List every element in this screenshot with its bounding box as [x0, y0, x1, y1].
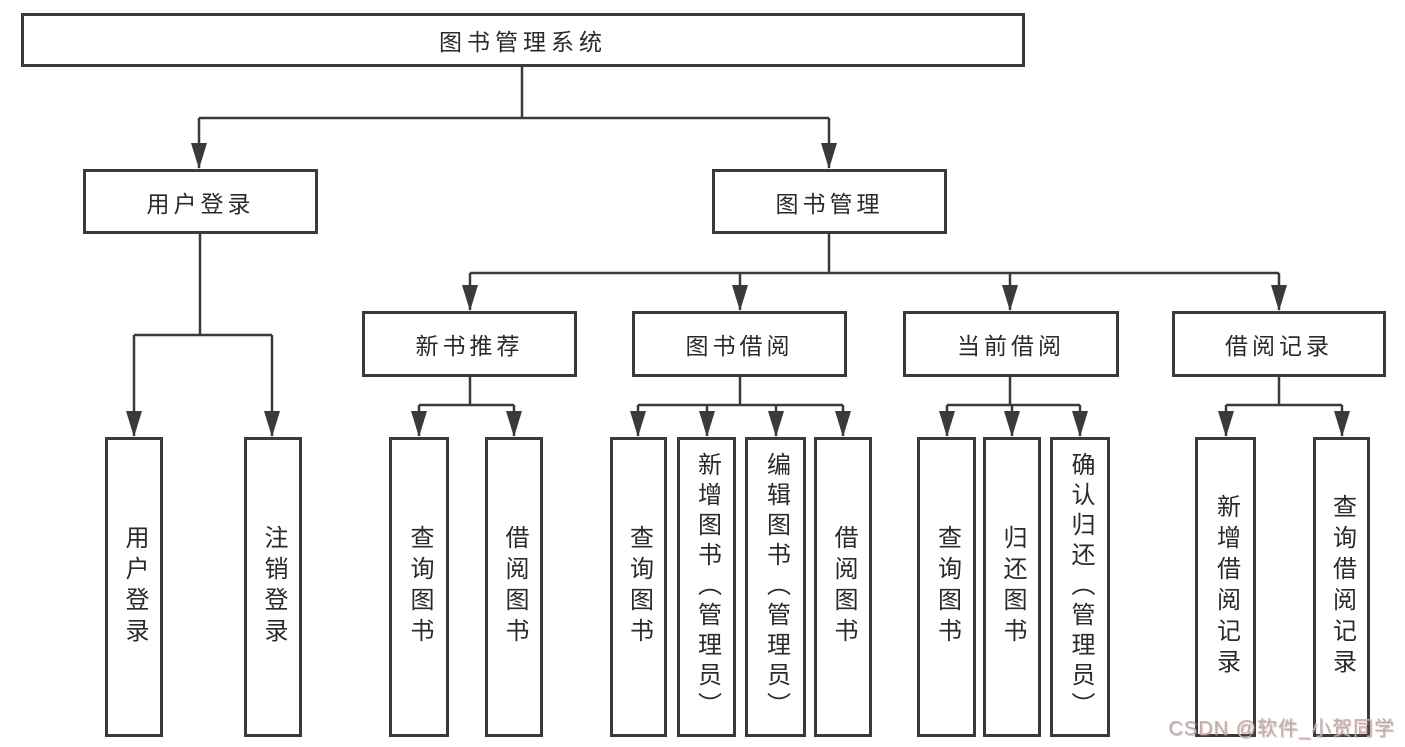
arrow-icon — [821, 143, 837, 169]
node-root: 图书管理系统 — [21, 13, 1025, 67]
node-user-login: 用户登录 — [83, 169, 318, 234]
arrow-icon — [835, 411, 851, 437]
current-borrowing-connector — [945, 377, 1082, 436]
arrow-icon — [732, 285, 748, 311]
book-management-connector — [468, 234, 1281, 310]
user-login-connector — [132, 234, 274, 436]
leaf-borrow-books-recommend: 借阅图书 — [485, 437, 543, 737]
arrow-icon — [191, 143, 207, 169]
arrow-icon — [630, 411, 646, 437]
leaf-query-books-recommend: 查询图书 — [389, 437, 449, 737]
leaf-user-login: 用户登录 — [105, 437, 163, 737]
arrow-icon — [699, 411, 715, 437]
arrow-icon — [264, 411, 280, 437]
new-book-recommendation-connector — [417, 377, 516, 436]
node-book-borrowing: 图书借阅 — [632, 311, 847, 377]
node-new-book-recommendation: 新书推荐 — [362, 311, 577, 377]
arrow-icon — [1271, 285, 1287, 311]
leaf-query-books-current: 查询图书 — [917, 437, 976, 737]
book-borrowing-connector — [636, 377, 845, 436]
leaf-query-borrow-record: 查询借阅记录 — [1313, 437, 1370, 737]
arrow-icon — [1334, 411, 1350, 437]
arrow-icon — [506, 411, 522, 437]
leaf-return-books: 归还图书 — [983, 437, 1041, 737]
leaf-add-books-admin: 新增图书（管理员） — [677, 437, 736, 737]
arrow-icon — [126, 411, 142, 437]
arrow-icon — [768, 411, 784, 437]
arrow-icon — [939, 411, 955, 437]
root-connector — [197, 67, 831, 168]
node-borrowing-records: 借阅记录 — [1172, 311, 1386, 377]
leaf-add-borrow-record: 新增借阅记录 — [1195, 437, 1256, 737]
leaf-edit-books-admin: 编辑图书（管理员） — [745, 437, 806, 737]
borrowing-records-connector — [1224, 377, 1344, 436]
leaf-borrow-books-borrowing: 借阅图书 — [814, 437, 872, 737]
node-book-management: 图书管理 — [712, 169, 947, 234]
arrow-icon — [1072, 411, 1088, 437]
leaf-confirm-return-admin: 确认归还（管理员） — [1050, 437, 1110, 737]
watermark-text: CSDN @软件_小贺同学 — [1168, 718, 1395, 740]
arrow-icon — [411, 411, 427, 437]
node-current-borrowing: 当前借阅 — [903, 311, 1119, 377]
leaf-logout-login: 注销登录 — [244, 437, 302, 737]
arrow-icon — [1218, 411, 1234, 437]
leaf-query-books-borrowing: 查询图书 — [610, 437, 667, 737]
arrow-icon — [1004, 411, 1020, 437]
arrow-icon — [462, 285, 478, 311]
arrow-icon — [1002, 285, 1018, 311]
